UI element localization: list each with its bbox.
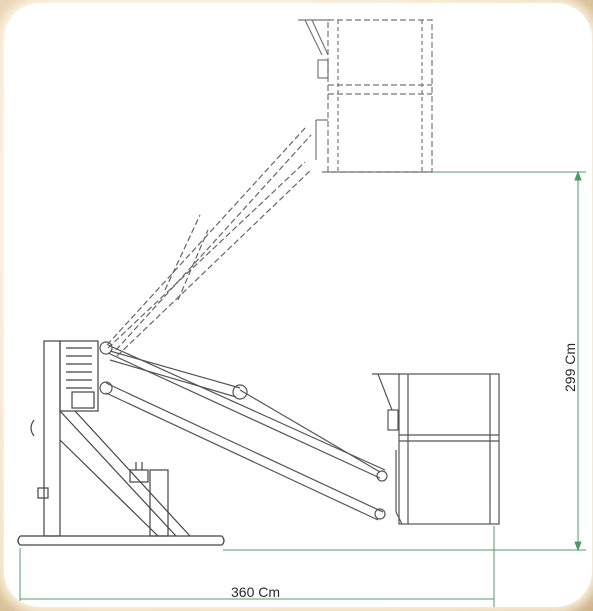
dimension-lines <box>19 170 586 607</box>
raised-basket <box>298 19 433 173</box>
lift-base <box>17 340 225 546</box>
lift-diagram: 360 Cm 299 Cm <box>17 19 586 607</box>
lowered-basket <box>372 373 500 525</box>
height-dimension-label: 299 Cm <box>562 343 578 392</box>
raised-boom <box>106 126 312 357</box>
lowered-boom <box>99 341 388 521</box>
diagram-card: 360 Cm 299 Cm <box>4 3 592 607</box>
width-dimension-label: 360 Cm <box>231 584 280 600</box>
